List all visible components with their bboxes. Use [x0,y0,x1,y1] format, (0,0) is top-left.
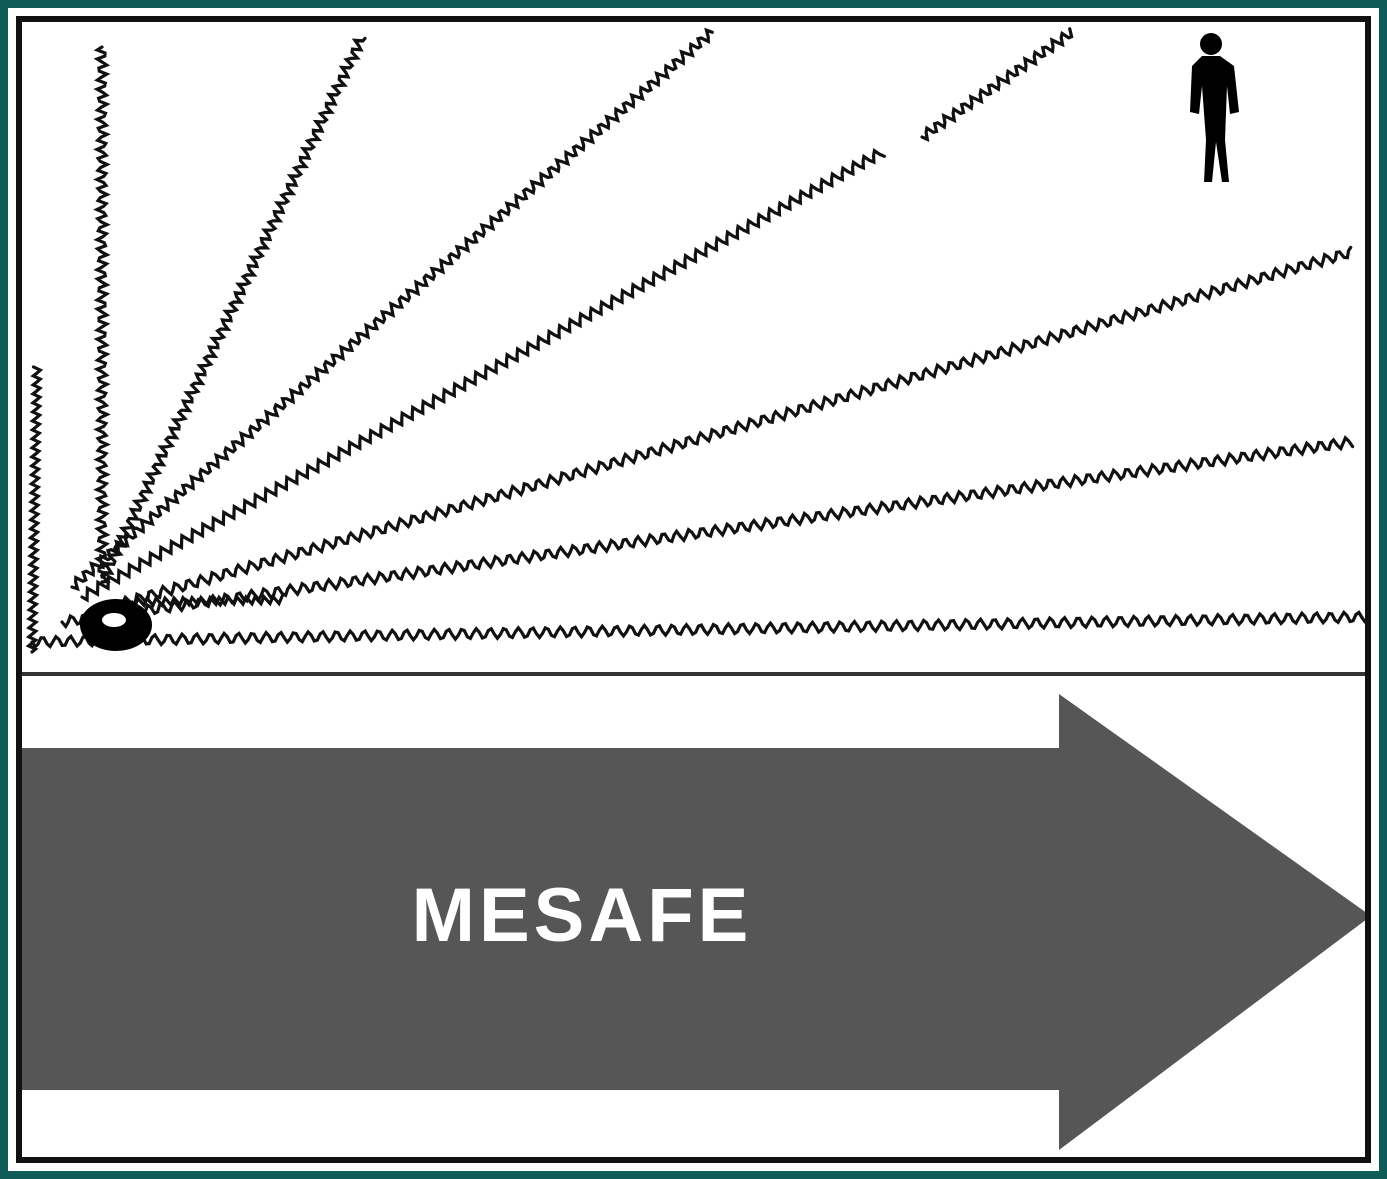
arrow-label: MESAFE [412,873,753,958]
person-silhouette-icon [1190,33,1239,182]
diagram-panel: MESAFE [16,16,1371,1163]
wavy-radiation-line [92,247,1351,616]
wavy-radiation-line [72,30,712,589]
radiation-distance-diagram: MESAFE [22,22,1365,1157]
wavy-radiation-line [29,367,41,652]
radiation-waves [29,29,1365,652]
radiation-source-icon [80,599,152,651]
wavy-radiation-line [922,29,1072,140]
wavy-radiation-line [97,47,107,577]
wavy-radiation-line [32,612,1365,646]
wavy-radiation-line [102,38,365,582]
